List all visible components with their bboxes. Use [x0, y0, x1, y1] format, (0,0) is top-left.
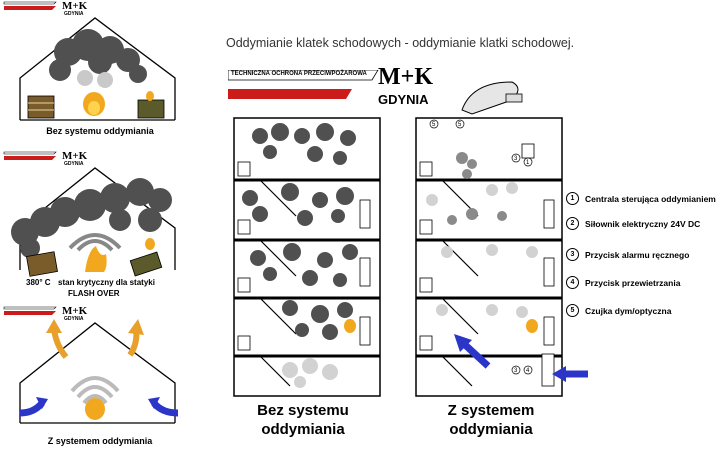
mini-logo-city: GDYNIA — [64, 161, 84, 167]
legend-number: 1 — [566, 192, 579, 205]
flash-temp: 380° C — [26, 278, 51, 287]
panel-with-system: Z systemem oddymiania M+K GDYNIA — [0, 305, 205, 452]
house-illustration — [3, 306, 179, 424]
building-with-system: 5 5 3 1 3 4 — [412, 72, 592, 407]
legend-number: 3 — [566, 248, 579, 261]
logo-city: GDYNIA — [378, 92, 429, 107]
legend-label: Siłownik elektryczny 24V DC — [585, 218, 701, 229]
legend-item: 3 Przycisk alarmu ręcznego — [566, 248, 689, 261]
panel-caption: Bez systemu oddymiania — [46, 126, 154, 136]
panel-no-system: Bez systemu oddymiania M+K GDYNIA — [0, 0, 205, 140]
legend-label: Przycisk przewietrzania — [585, 277, 681, 288]
airflow-arrow-icon — [454, 334, 491, 369]
legend-label: Czujka dym/optyczna — [585, 305, 672, 316]
logo-band-text: TECHNICZNA OCHRONA PRZECIWPOŻAROWA — [231, 71, 367, 77]
legend-item: 5 Czujka dym/optyczna — [566, 304, 671, 317]
legend-number: 2 — [566, 217, 579, 230]
legend-item: 4 Przycisk przewietrzania — [566, 276, 680, 289]
mini-logo-brand: M+K — [62, 150, 88, 162]
svg-text:4: 4 — [526, 368, 530, 374]
brand-logo: TECHNICZNA OCHRONA PRZECIWPOŻAROWA M+K G… — [227, 64, 443, 110]
mini-logo-brand: M+K — [62, 0, 88, 12]
mini-logo-city: GDYNIA — [64, 11, 84, 17]
mini-logo-city: GDYNIA — [64, 316, 84, 322]
airflow-arrow-icon — [552, 366, 588, 382]
svg-text:3: 3 — [514, 156, 518, 162]
page-title: Oddymianie klatek schodowych - oddymiani… — [226, 36, 575, 50]
svg-text:1: 1 — [526, 160, 530, 166]
building-section — [233, 117, 381, 397]
legend-item: 1 Centrala sterująca oddymianiem — [566, 192, 716, 205]
panel-caption: Z systemem oddymiania — [47, 436, 153, 446]
legend-label: Centrala sterująca oddymianiem — [585, 193, 716, 204]
flash-over-label: FLASH OVER — [68, 289, 120, 298]
legend-number: 5 — [566, 304, 579, 317]
building-section: 5 5 3 1 3 4 — [415, 81, 588, 397]
legend-number: 4 — [566, 276, 579, 289]
legend-item: 2 Siłownik elektryczny 24V DC — [566, 217, 700, 230]
svg-text:3: 3 — [514, 368, 518, 374]
house-illustration — [3, 1, 176, 121]
logo-brand: M+K — [378, 64, 433, 90]
roof-vent — [461, 81, 523, 115]
svg-text:5: 5 — [458, 122, 462, 128]
building-caption-no-system: Bez systemu oddymiania — [257, 402, 349, 438]
panel-flash-over: 380° C stan krytyczny dla statyki FLASH … — [0, 150, 205, 300]
legend-label: Przycisk alarmu ręcznego — [585, 249, 690, 260]
building-no-system — [230, 112, 385, 407]
svg-text:5: 5 — [432, 122, 436, 128]
building-caption-with-system: Z systemem oddymiania — [447, 402, 535, 438]
flash-state: stan krytyczny dla statyki — [58, 278, 155, 287]
mini-logo-brand: M+K — [62, 305, 88, 317]
house-illustration — [3, 151, 176, 277]
